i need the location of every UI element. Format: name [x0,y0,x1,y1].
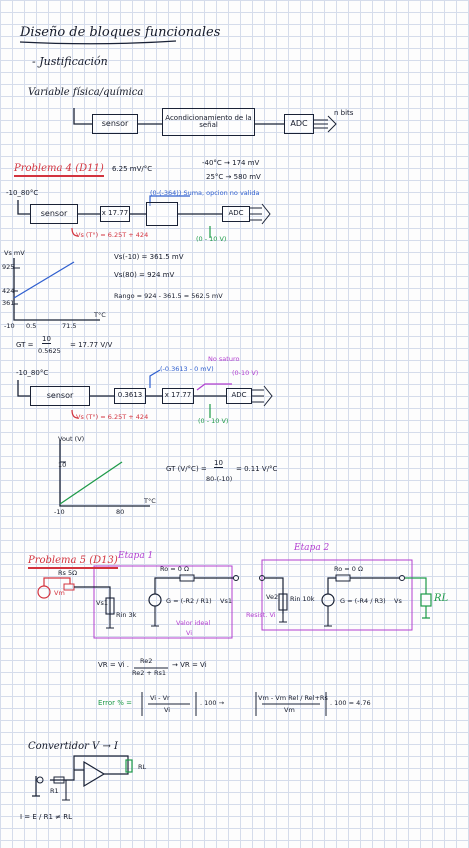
eq-vs-minus10: Vs(-10) = 361.5 mV [114,253,184,261]
vm-label: Vm [54,589,65,597]
adc-range-p4: (0 - 10 V) [196,235,227,243]
error-eq-rhs: . 100 = 4.76 [330,699,371,707]
adc-block-p4: ADC [222,206,250,222]
ro1-label: Ro = 0 Ω [160,565,189,573]
rl-label: RL [434,593,449,604]
gain-block-p4: x 17.77 [100,206,130,222]
graph2-ytick-top: 10 [58,461,67,469]
gain-t-num: 10 [214,459,223,468]
rin2-label: Rin 10k [290,595,315,603]
ro2-label: Ro = 0 Ω [334,565,363,573]
sensor-block-p4: sensor [30,204,78,224]
offset-note: (0-(-364)) Suma, opcion no valida [150,189,260,197]
vs2-out-label: Vs [394,597,402,605]
adc-range-2: (0 - 10 V) [198,417,229,425]
stage-1-label: Etapa 1 [118,551,154,561]
subtraction-note: (-0.3613 - 0 mV) [160,365,214,373]
graph1-ytick-mid: 424 [2,287,15,295]
g2-formula: G = (-R4 / R3) [340,597,386,605]
vi-label: Vi [186,629,193,637]
vr-eq-num: Re2 [140,657,153,665]
error-frac2-num: Vm - Vm Rel / Rel+Rs [258,694,328,702]
eq-range: Rango = 924 - 361.5 = 562.5 mV [114,292,223,300]
rs-label: Rs 5Ω [58,569,78,577]
graph2-xtick-right: 80 [116,508,125,516]
empty-block-p4 [146,202,178,226]
vr-eq-rhs: → VR = Vi [172,661,207,669]
graph2-xlabel: T°C [144,497,156,505]
graph2-ylabel: Vout (V) [58,435,85,443]
stage-2-label: Etapa 2 [294,543,330,553]
range-spec-1: -40°C → 174 mV [202,159,260,167]
converter-formula: I = E / R1 ≠ RL [20,813,73,821]
gain-t-rhs: = 0.11 V/°C [236,465,278,473]
vs1-label: Vs1 [96,599,108,607]
graph1-ytick-bottom: 361 [2,299,15,307]
gain-t-lhs: GT (V/°C) = [166,465,207,473]
converter-title: Convertidor V → I [28,741,118,752]
sensitivity-spec: 6.25 mV/°C [112,165,153,173]
graph2-xtick-left: -10 [54,508,65,516]
rin1-label: Rin 3k [116,611,137,619]
gain-formula-rhs: = 17.77 V/V [70,341,113,349]
vs1-out-label: Vs1 [220,597,232,605]
gain-t-den: 80-(-10) [206,475,233,483]
ideal-value-note: Valor ideal [176,619,211,627]
problem-5-title: Problema 5 (D13) [28,556,118,569]
eq-vs-80: Vs(80) = 924 mV [114,271,175,279]
graph1-xtick-left: -10 [4,322,15,330]
justification-heading: - Justificación [32,55,108,68]
converter-r1-label: R1 [50,787,59,795]
vs-formula-2: Vs (T°) = 6.25T + 424 [76,413,149,421]
error-eq-lhs: Error % = [98,699,133,707]
sensor-block-2: sensor [30,386,90,406]
adc-block: ADC [284,114,314,134]
sensor-block: sensor [92,114,138,134]
error-frac2-den: Vm [284,706,295,714]
problem-4-title: Problema 4 (D11) [14,164,104,177]
graph1-ylabel: Vs mV [4,249,25,257]
page-title: Diseño de bloques funcionales [20,25,221,40]
error-frac1-den: Vi [164,706,171,714]
error-frac1-num: Vi - Vr [150,694,170,702]
vr-eq-lhs: VR = Vi . [98,661,129,669]
error-mult: . 100 → [200,699,225,707]
nbits-label: n bits [334,109,354,117]
graph1-xtick-mid: 0.5 [26,322,37,330]
adc-block-2: ADC [226,388,252,404]
offset-block-2: 0.3613 [114,388,146,404]
temp-range-1: -10_80°C [6,189,39,197]
converter-rl-label: RL [138,763,147,771]
conditioning-block: Acondicionamiento de la señal [162,108,255,136]
resistance-note: Resist. Vi [246,611,276,619]
vs-formula-p4: Vs (T°) = 6.25T + 424 [76,231,149,239]
gain-formula-num: 10 [42,335,51,344]
variable-label: Variable física/química [28,87,144,98]
gain-formula-lhs: GT = [16,341,34,349]
ve2-label: Ve2 [266,593,279,601]
no-saturation-note: No saturo [208,355,240,363]
vr-eq-den: Re2 + Rs1 [132,669,166,677]
gain-block-2: x 17.77 [162,388,194,404]
range-spec-2: 25°C → 580 mV [206,173,261,181]
g1-formula: G = (-R2 / R1) [166,597,212,605]
graph1-xlabel: T°C [94,311,106,319]
graph1-ytick-top: 925 [2,263,15,271]
output-range-note: (0-10 V) [232,369,259,377]
temp-range-2: -10_80°C [16,369,49,377]
graph1-xtick-right: 71.5 [62,322,77,330]
gain-formula-den: 0.5625 [38,347,61,355]
